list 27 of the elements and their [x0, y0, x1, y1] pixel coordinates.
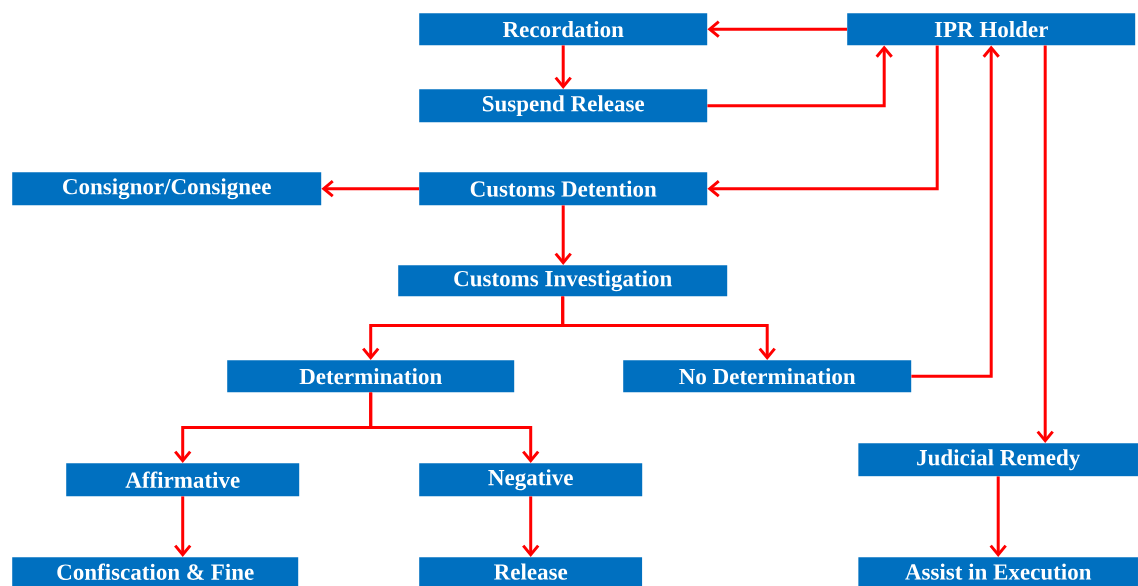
process-box: Customs Detention	[419, 172, 708, 206]
process-box: Judicial Remedy	[858, 443, 1138, 477]
arrow	[1036, 45, 1054, 443]
arrow	[554, 205, 572, 265]
process-box: Determination	[227, 360, 515, 393]
process-box: Customs Investigation	[398, 265, 728, 297]
arrow	[174, 496, 192, 557]
process-box: IPR Holder	[847, 13, 1136, 46]
arrow	[707, 20, 847, 38]
process-box: Assist in Execution	[858, 557, 1138, 586]
arrow	[911, 45, 1000, 378]
process-box: Suspend Release	[419, 89, 708, 123]
arrow	[554, 45, 572, 89]
process-box: Consignor/Consignee	[12, 172, 322, 206]
arrow	[321, 180, 419, 198]
process-box: Recordation	[419, 13, 708, 46]
arrow	[369, 392, 540, 463]
process-box: Release	[419, 557, 643, 586]
process-box: No Determination	[623, 360, 912, 393]
arrow	[707, 45, 893, 108]
arrow	[707, 45, 939, 198]
process-box: Affirmative	[66, 463, 300, 497]
process-box: Negative	[419, 463, 643, 497]
process-box: Confiscation & Fine	[12, 557, 299, 586]
arrow	[989, 476, 1007, 557]
arrow	[522, 496, 540, 557]
arrow	[561, 296, 776, 360]
